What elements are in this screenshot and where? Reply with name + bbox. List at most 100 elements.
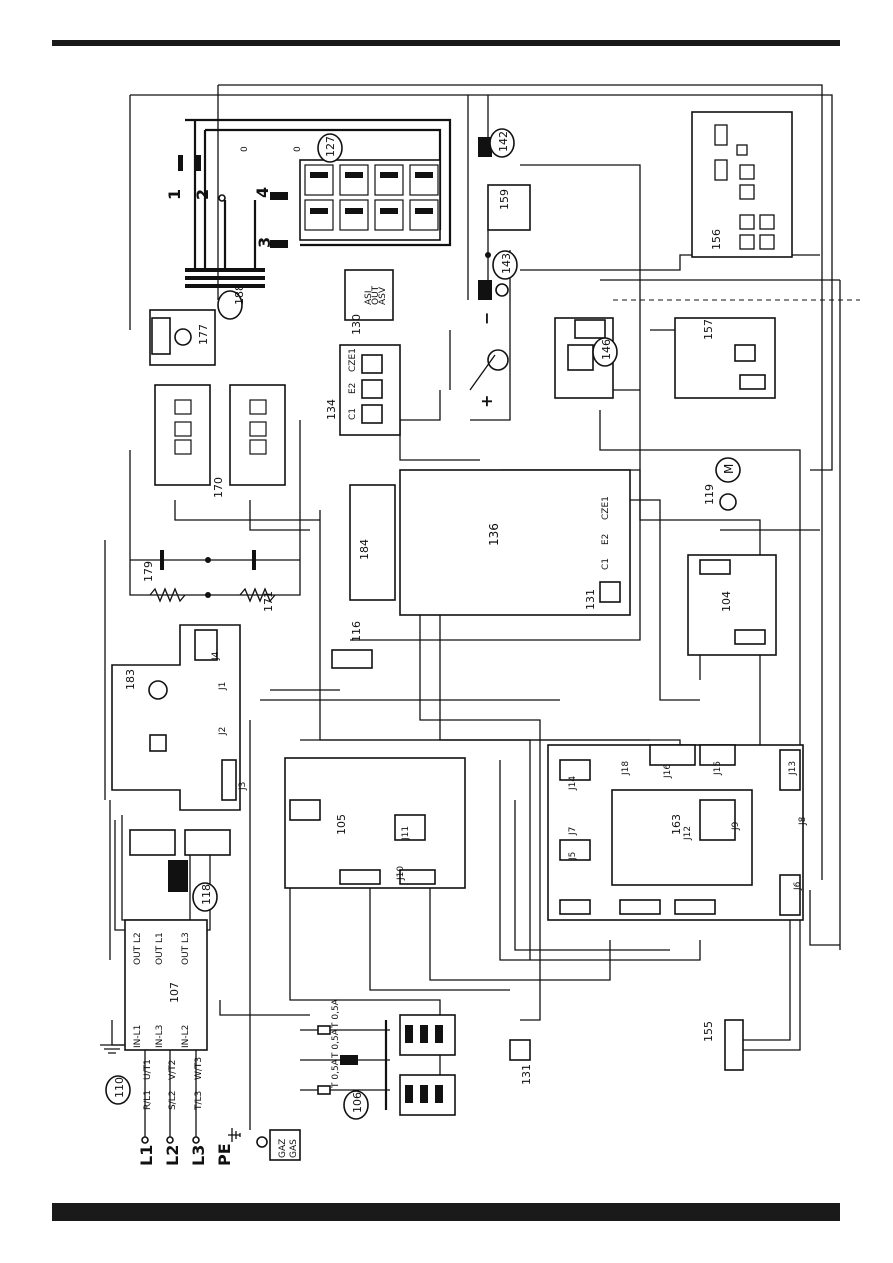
- board-130: ASV OUT ASI 130: [344, 269, 394, 335]
- sensor-177: 177: [149, 309, 216, 366]
- thermal-170: 170: [154, 384, 286, 498]
- conn-J11: J11: [401, 826, 411, 841]
- filter-out-1: OUT L2: [133, 932, 143, 965]
- label-110: 110: [113, 1077, 126, 1098]
- fuse-2-label: T 0,5A: [331, 1028, 341, 1059]
- b136-cze1: CZE1: [601, 496, 611, 520]
- label-130: 130: [350, 314, 363, 335]
- b130-out: OUT: [371, 285, 381, 305]
- relay-116: 116: [331, 621, 373, 669]
- b136-e2: E2: [601, 534, 611, 545]
- label-119: 119: [703, 484, 716, 505]
- label-105: 105: [335, 814, 348, 835]
- board-136: 136 CZE1 E2 C1 131: [399, 469, 631, 616]
- board-105: 105: [284, 757, 466, 889]
- board-157: 157: [674, 317, 776, 399]
- b130-asi: ASI: [364, 290, 374, 305]
- conn-J16: J16: [663, 764, 673, 779]
- polarity-plus: +: [477, 395, 496, 408]
- label-143: 143: [500, 253, 513, 274]
- b130-asv: ASV: [378, 286, 388, 305]
- label-104: 104: [720, 591, 733, 612]
- label-156: 156: [710, 229, 723, 250]
- b136-c1: C1: [601, 558, 611, 570]
- label-183: 183: [124, 669, 137, 690]
- conn-J13: J13: [788, 761, 798, 776]
- gas-inlet: GAZ GAS: [256, 1129, 301, 1161]
- sw-out-3: W/T3: [194, 1057, 204, 1080]
- conn-J9: J9: [731, 821, 741, 831]
- label-118: 118: [200, 884, 213, 905]
- conn-J3: J3: [238, 782, 248, 791]
- motor-119: M 119: [703, 457, 741, 511]
- filter-107: OUT L2 OUT L1 OUT L3 IN-L1 IN-L3 IN-L2 1…: [100, 919, 208, 1054]
- filter-out-2: OUT L1: [155, 932, 165, 965]
- terminal-L2: L2: [163, 1145, 182, 1166]
- filter-in-2: IN-L3: [155, 1025, 165, 1048]
- sw-in-3: T/L3: [194, 1091, 204, 1111]
- filter-in-1: IN-L1: [133, 1025, 143, 1048]
- terminal-L1: L1: [137, 1145, 156, 1166]
- label-157: 157: [702, 319, 715, 340]
- conn-J14: J14: [568, 776, 578, 791]
- label-136: 136: [487, 523, 501, 546]
- board-184: 184: [349, 484, 396, 601]
- label-184: 184: [358, 539, 371, 560]
- gas-label-en: GAS: [289, 1139, 299, 1158]
- shunt-resistors: 179 171: [129, 550, 301, 612]
- conn-J15: J15: [713, 761, 723, 776]
- b134-cze1: CZE1: [348, 348, 358, 372]
- torch-circuit: 142 159 143 + −: [469, 128, 531, 408]
- conn-J2: J2: [218, 727, 228, 736]
- conn-J18: J18: [621, 761, 631, 776]
- contactor-118: 118: [114, 815, 231, 931]
- label-142: 142: [497, 131, 510, 152]
- conn-J10: J10: [396, 866, 406, 881]
- sw-out-1: U/T1: [143, 1059, 153, 1080]
- b134-e2: E2: [348, 383, 358, 394]
- top-rule: [52, 40, 840, 46]
- serial-port-155: 155: [702, 1019, 744, 1071]
- label-177: 177: [197, 324, 210, 345]
- b134-c1: C1: [348, 408, 358, 420]
- tap-4: 4: [253, 187, 272, 198]
- label-155: 155: [702, 1021, 715, 1042]
- terminal-PE: PE: [215, 1143, 234, 1166]
- conn-J7: J7: [568, 827, 578, 836]
- conn-J12: J12: [683, 826, 693, 841]
- label-170: 170: [212, 477, 225, 498]
- switch-110: R/L1 S/L2 T/L3 U/T1 V/T2 W/T3 110 L1 L2 …: [105, 1050, 241, 1166]
- conn-J1: J1: [218, 682, 228, 691]
- rectifier-127: 127: [299, 133, 441, 241]
- conn-J4: J4: [211, 651, 221, 661]
- board-134: CZE1 E2 C1 134: [325, 344, 401, 436]
- tap-3: 3: [255, 237, 274, 248]
- label-134: 134: [325, 399, 338, 420]
- label-171: 171: [262, 591, 275, 612]
- polarity-minus: −: [477, 312, 496, 325]
- label-146: 146: [600, 339, 613, 360]
- sw-in-1: R/L1: [143, 1090, 153, 1110]
- tap-2: 2: [193, 189, 212, 200]
- sw-in-2: S/L2: [168, 1091, 178, 1111]
- conn-J5: J5: [568, 852, 578, 861]
- motor-symbol: M: [722, 464, 736, 474]
- bottom-rule: [52, 1203, 840, 1221]
- filter-in-3: IN-L2: [181, 1025, 191, 1048]
- label-127: 127: [324, 136, 337, 157]
- tap-1: 1: [165, 189, 184, 200]
- label-106: 106: [351, 1092, 364, 1113]
- board-104: 104: [687, 554, 777, 656]
- label-116: 116: [350, 621, 363, 642]
- label-188: 188: [233, 284, 246, 305]
- conn-J8: J8: [798, 816, 808, 826]
- fuse-1-label: T 0,5A: [331, 998, 341, 1029]
- board-156: 156: [691, 111, 793, 258]
- tap-0b: 0: [293, 146, 303, 152]
- label-163: 163: [670, 814, 683, 835]
- sensor-131-bottom: 131: [509, 1039, 533, 1085]
- board-146: 146: [554, 299, 860, 399]
- aux-transformer-106: T 0,5A T 0,5A T 0,5A 106: [300, 998, 456, 1120]
- gas-label-fr: GAZ: [278, 1139, 288, 1158]
